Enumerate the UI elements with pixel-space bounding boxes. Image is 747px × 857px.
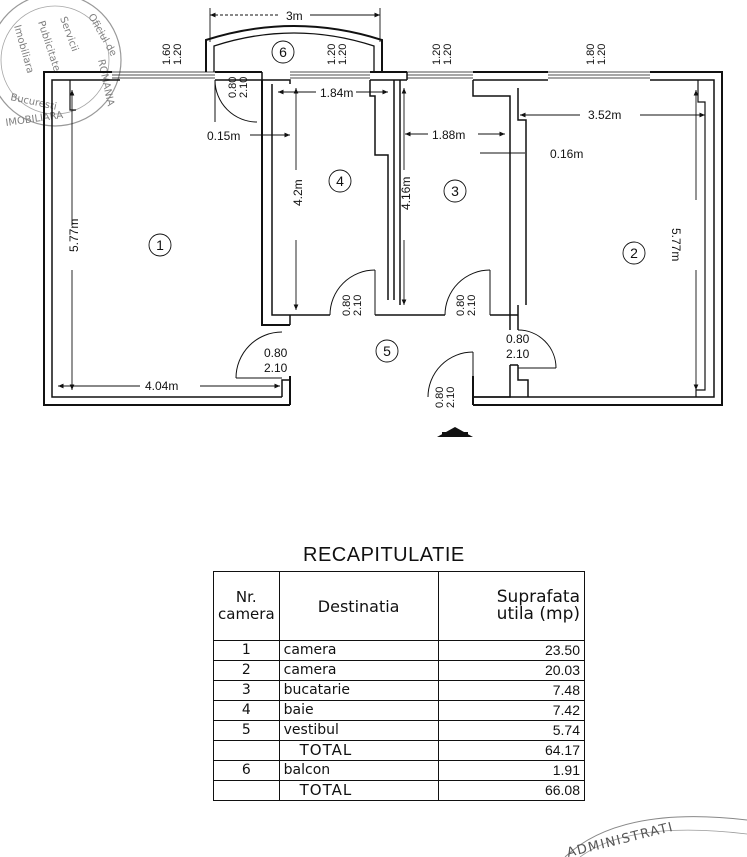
dim-label: 4.16m bbox=[399, 177, 413, 210]
door-label: 0.80 bbox=[264, 346, 288, 360]
table-total-row: TOTAL 64.17 bbox=[213, 740, 586, 761]
door-label: 2.10 bbox=[466, 295, 478, 316]
room-numbers: 1 2 3 4 5 6 bbox=[148, 40, 646, 363]
recap-title: RECAPITULATIE bbox=[303, 544, 465, 566]
cell-dest: camera bbox=[278, 660, 439, 681]
cell-total-label: TOTAL bbox=[278, 780, 439, 801]
dim-label: 3.52m bbox=[588, 108, 621, 122]
cell-val: 20.03 bbox=[437, 660, 586, 681]
entry-arrow-icon bbox=[437, 427, 473, 437]
dim-label: 1.84m bbox=[320, 86, 353, 100]
door-label: 0.80 bbox=[341, 295, 353, 316]
cell-total-val: 64.17 bbox=[437, 740, 586, 761]
door-label: 2.10 bbox=[352, 295, 364, 316]
cell-nr: 6 bbox=[213, 760, 280, 781]
door-label: 2.10 bbox=[238, 77, 250, 98]
cell-val: 1.91 bbox=[437, 760, 586, 781]
table-row: 1 camera 23.50 bbox=[213, 640, 586, 661]
balcony bbox=[205, 25, 383, 72]
door-label: 2.10 bbox=[264, 361, 288, 375]
stamp-text: ADMINISTRATI bbox=[565, 820, 675, 857]
table-row: 6 balcon 1.91 bbox=[213, 760, 586, 781]
cell-dest: vestibul bbox=[278, 720, 439, 741]
dim-label: 4.04m bbox=[145, 379, 178, 393]
cell-nr: 4 bbox=[213, 700, 280, 721]
room-number: 4 bbox=[336, 173, 344, 189]
admin-stamp: ADMINISTRATI bbox=[564, 816, 747, 857]
door-label: 0.80 bbox=[455, 295, 467, 316]
room-number: 3 bbox=[451, 183, 459, 199]
dimension-lines bbox=[58, 8, 705, 390]
dim-label: 5.77m bbox=[669, 228, 683, 261]
table-header-row: Nr. camera Destinatia Suprafata utila (m… bbox=[213, 571, 586, 641]
cell-dest: balcon bbox=[278, 760, 439, 781]
stamp-text: Imobiliara bbox=[11, 24, 35, 75]
door-label: 0.80 bbox=[434, 387, 446, 408]
window-label: 1.20 bbox=[337, 44, 349, 65]
cell-val: 5.74 bbox=[437, 720, 586, 741]
header-sup-line1: Suprafata bbox=[496, 587, 580, 607]
cell-nr: 2 bbox=[213, 660, 280, 681]
opening-labels: 1.60 1.20 1.20 1.20 1.20 1.20 1.80 1.20 … bbox=[161, 44, 608, 408]
door-label: 2.10 bbox=[445, 387, 457, 408]
room-number: 1 bbox=[156, 237, 164, 253]
room-number: 2 bbox=[630, 245, 638, 261]
header-sup-line2: utila (mp) bbox=[496, 604, 580, 624]
doors bbox=[214, 79, 557, 398]
window-label: 1.20 bbox=[442, 44, 454, 65]
stamp-text: ROMANIA bbox=[95, 58, 116, 107]
door-label: 0.80 bbox=[506, 332, 530, 346]
header-nr: Nr. camera bbox=[213, 571, 280, 641]
dim-label: 4.2m bbox=[291, 179, 305, 206]
cell-val: 23.50 bbox=[437, 640, 586, 661]
dim-label: 5.77m bbox=[67, 219, 81, 252]
door-label: 0.80 bbox=[227, 77, 239, 98]
table-row: 4 baie 7.42 bbox=[213, 700, 586, 721]
cell-nr: 5 bbox=[213, 720, 280, 741]
window-label: 1.20 bbox=[431, 44, 443, 65]
cell-val: 7.48 bbox=[437, 680, 586, 701]
header-nr-line1: Nr. bbox=[235, 588, 257, 606]
cell-nr bbox=[213, 780, 280, 801]
table-row: 5 vestibul 5.74 bbox=[213, 720, 586, 741]
recap-table: Nr. camera Destinatia Suprafata utila (m… bbox=[213, 571, 586, 801]
cell-nr: 1 bbox=[213, 640, 280, 661]
dim-label: 0.15m bbox=[207, 129, 240, 143]
header-destinatia: Destinatia bbox=[278, 571, 439, 641]
door-label: 2.10 bbox=[506, 347, 530, 361]
cell-dest: camera bbox=[278, 640, 439, 661]
cell-total-label: TOTAL bbox=[278, 740, 439, 761]
cell-total-val: 66.08 bbox=[437, 780, 586, 801]
window-label: 1.20 bbox=[596, 44, 608, 65]
cell-val: 7.42 bbox=[437, 700, 586, 721]
table-row: 3 bucatarie 7.48 bbox=[213, 680, 586, 701]
cell-nr: 3 bbox=[213, 680, 280, 701]
window-label: 1.80 bbox=[585, 44, 597, 65]
room-number: 6 bbox=[279, 44, 287, 60]
header-suprafata: Suprafata utila (mp) bbox=[437, 571, 586, 641]
dim-label: 3m bbox=[286, 9, 303, 23]
cell-dest: bucatarie bbox=[278, 680, 439, 701]
stamp-text: Servicii bbox=[57, 15, 80, 53]
dim-label: 1.88m bbox=[432, 128, 465, 142]
windows bbox=[112, 71, 650, 79]
room-number: 5 bbox=[383, 343, 391, 359]
window-label: 1.20 bbox=[326, 44, 338, 65]
stamp-text: Oficiul de bbox=[85, 12, 118, 58]
window-label: 1.60 bbox=[161, 44, 173, 65]
floor-plan: Oficiul de Servicii Publicitate Imobilia… bbox=[0, 0, 723, 437]
dim-label: 0.16m bbox=[550, 147, 583, 161]
table-row: 2 camera 20.03 bbox=[213, 660, 586, 681]
window-label: 1.20 bbox=[172, 44, 184, 65]
dimension-labels: 3m 5.77m 4.04m 5.77m 3.52m 1.84m 4.2m 1.… bbox=[67, 9, 683, 393]
cell-nr bbox=[213, 740, 280, 761]
header-nr-line2: camera bbox=[218, 605, 275, 623]
cell-dest: baie bbox=[278, 700, 439, 721]
table-total-row: TOTAL 66.08 bbox=[213, 780, 586, 801]
stamp-text: Publicitate bbox=[35, 20, 62, 73]
registry-stamp: Oficiul de Servicii Publicitate Imobilia… bbox=[0, 0, 122, 129]
